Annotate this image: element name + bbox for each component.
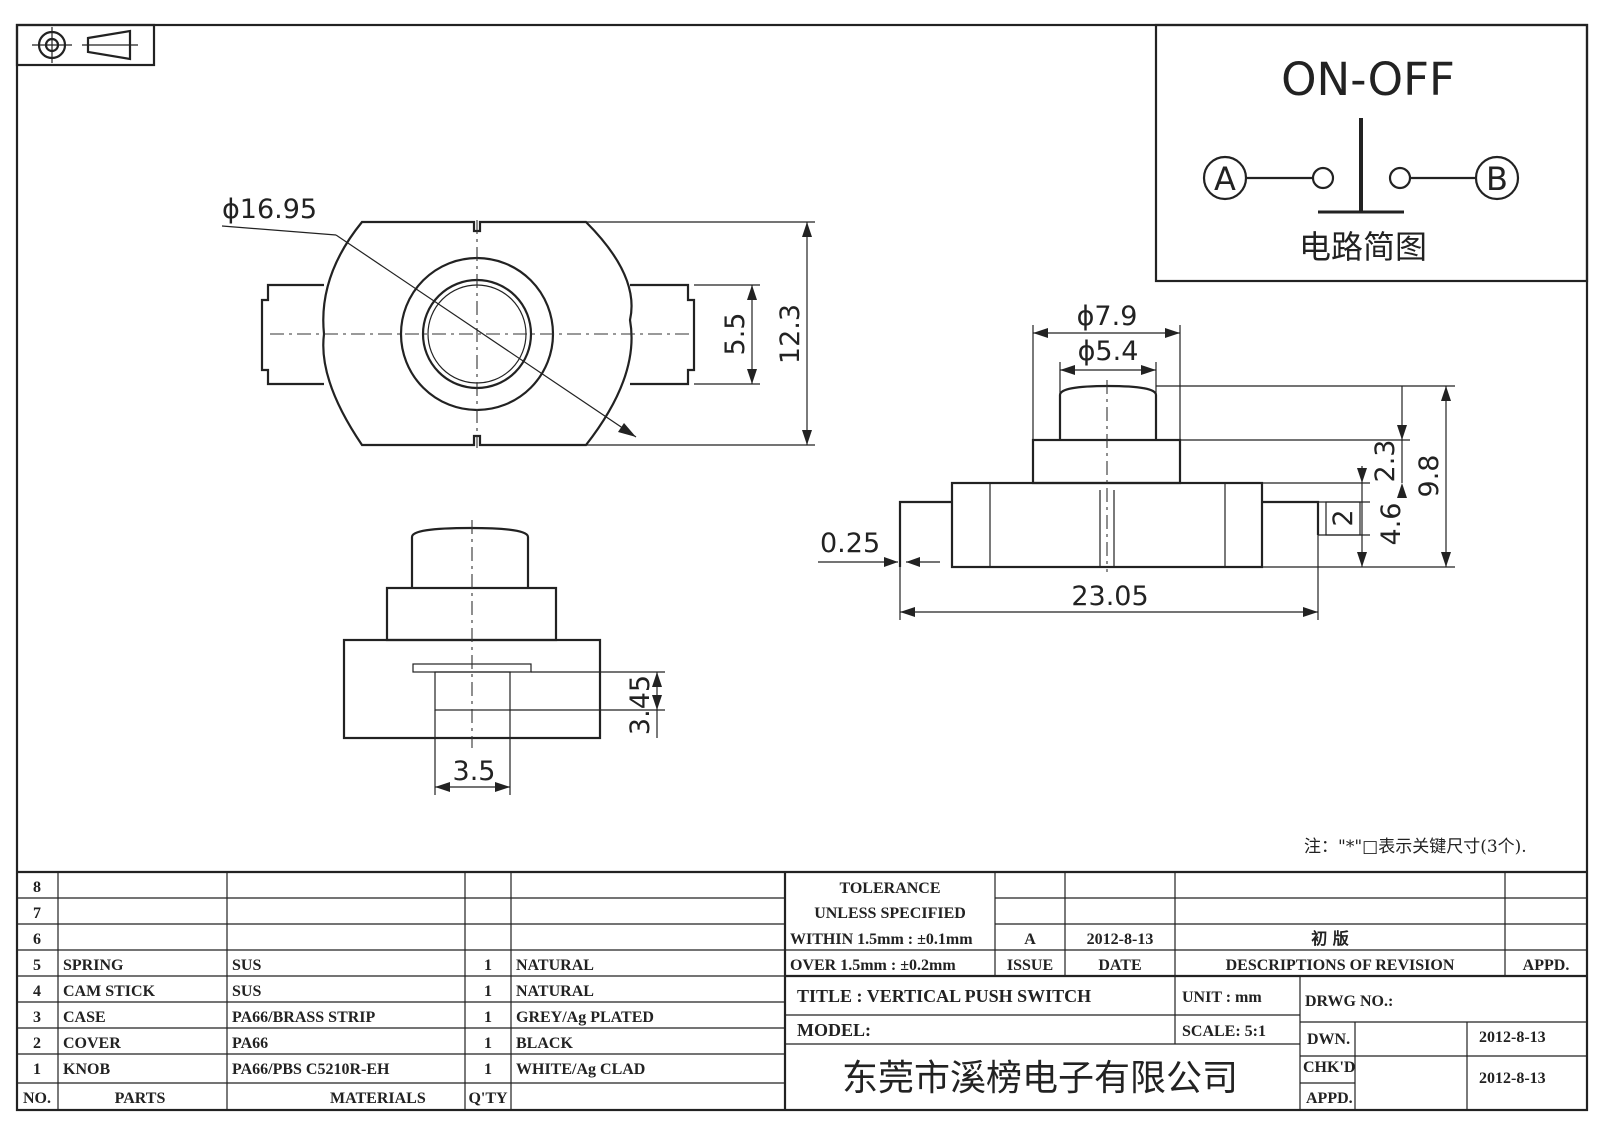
model-label: MODEL:	[797, 1020, 871, 1040]
row-number: 1	[33, 1061, 41, 1078]
terminal-b-label: B	[1486, 160, 1508, 198]
revision-issue: A	[1024, 931, 1036, 948]
tolerance-line2: UNLESS SPECIFIED	[814, 905, 966, 922]
drawing-number: DRWG NO.:	[1305, 993, 1393, 1010]
part-material: PA66	[232, 1035, 268, 1052]
dim-top-dia-outer: ϕ7.9	[1077, 301, 1138, 332]
title-block	[17, 870, 1587, 1110]
revision-date: 2012-8-13	[1087, 931, 1154, 948]
projection-symbol-icon	[15, 23, 156, 67]
date-label: DATE	[1098, 957, 1141, 974]
dim-outer-dia: ϕ16.95	[222, 194, 317, 225]
dim-terminal-thickness: 0.25	[820, 528, 880, 559]
part-finish: GREY/Ag PLATED	[516, 1009, 654, 1026]
part-name: CASE	[63, 1009, 106, 1026]
tolerance-line4: OVER 1.5mm : ±0.2mm	[790, 957, 956, 974]
chkd-date: 2012-8-13	[1479, 1070, 1546, 1087]
side-view: ϕ7.9 ϕ5.4 2.3 9.8 4.6 2 23.05	[818, 301, 1455, 620]
part-material: SUS	[232, 957, 261, 974]
header-no: NO.	[23, 1090, 51, 1107]
drawing-title: TITLE : VERTICAL PUSH SWITCH	[797, 986, 1091, 1006]
part-name: KNOB	[63, 1061, 110, 1078]
unit-label: UNIT : mm	[1182, 989, 1262, 1006]
header-qty: Q'TY	[468, 1090, 508, 1107]
part-finish: WHITE/Ag CLAD	[516, 1061, 645, 1078]
part-material: PA66/PBS C5210R-EH	[232, 1061, 390, 1078]
dim-bottom-width: 3.5	[453, 756, 496, 787]
sheet-border	[15, 23, 1589, 1112]
dim-terminal-height: 2	[1328, 509, 1359, 526]
dim-tab-width: 5.5	[720, 313, 751, 356]
description-label: DESCRIPTIONS OF REVISION	[1226, 957, 1455, 974]
front-view: 3.45 3.5	[342, 520, 665, 795]
part-quantity: 1	[484, 1035, 492, 1052]
tolerance-line1: TOLERANCE	[839, 880, 940, 897]
part-quantity: 1	[484, 1009, 492, 1026]
circuit-schematic: ON-OFF A B 电路简图	[1154, 23, 1589, 283]
scale-label: SCALE: 5:1	[1182, 1023, 1266, 1040]
row-number: 2	[33, 1035, 41, 1052]
company-name: 东莞市溪榜电子有限公司	[842, 1058, 1238, 1099]
part-name: COVER	[63, 1035, 121, 1052]
appd-label: APPD.	[1523, 957, 1570, 974]
dim-knob-height: 2.3	[1370, 440, 1401, 483]
part-material: PA66/BRASS STRIP	[232, 1009, 376, 1026]
schematic-caption: 电路简图	[1299, 228, 1427, 266]
row-number: 4	[33, 983, 41, 1000]
appd-signature-label: APPD.	[1306, 1090, 1353, 1107]
dim-body-side-height: 4.6	[1376, 503, 1407, 546]
part-quantity: 1	[484, 1061, 492, 1078]
dim-bottom-height: 3.45	[625, 675, 656, 735]
part-material: SUS	[232, 983, 261, 1000]
row-number: 3	[33, 1009, 41, 1026]
row-number: 6	[33, 931, 41, 948]
row-number: 8	[33, 879, 41, 896]
dwn-label: DWN.	[1307, 1031, 1350, 1048]
issue-label: ISSUE	[1007, 957, 1053, 974]
terminal-a-label: A	[1214, 160, 1236, 198]
row-number: 5	[33, 957, 41, 974]
part-quantity: 1	[484, 957, 492, 974]
row-number: 7	[33, 905, 41, 922]
dim-top-dia-inner: ϕ5.4	[1078, 336, 1139, 367]
part-quantity: 1	[484, 983, 492, 1000]
header-materials: MATERIALS	[330, 1090, 426, 1107]
part-finish: BLACK	[516, 1035, 573, 1052]
parts-header: NO. PARTS MATERIALS Q'TY	[23, 1090, 508, 1107]
part-finish: NATURAL	[516, 983, 594, 1000]
dim-overall-length: 23.05	[1071, 581, 1148, 612]
dwn-date: 2012-8-13	[1479, 1029, 1546, 1046]
part-name: CAM STICK	[63, 983, 156, 1000]
chkd-label: CHK'D	[1303, 1059, 1355, 1076]
top-view: ϕ16.95 5.5 12.3	[221, 194, 815, 448]
dim-total-height: 9.8	[1414, 455, 1445, 498]
part-name: SPRING	[63, 957, 124, 974]
dim-body-height: 12.3	[775, 304, 806, 364]
tolerance-line3: WITHIN 1.5mm : ±0.1mm	[790, 931, 973, 948]
header-parts: PARTS	[115, 1090, 166, 1107]
revision-description: 初 版	[1311, 929, 1349, 948]
schematic-title: ON-OFF	[1281, 53, 1455, 106]
part-finish: NATURAL	[516, 957, 594, 974]
key-dimension-note: 注："*"□表示关键尺寸(3个).	[1304, 837, 1527, 857]
